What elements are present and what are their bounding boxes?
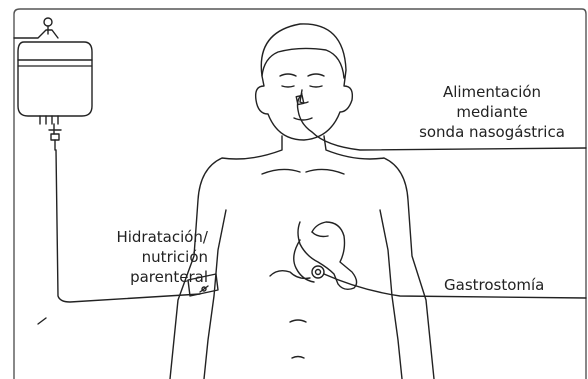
label-feeding-line1: Alimentación <box>400 82 584 102</box>
stomach <box>270 222 357 289</box>
label-parenteral-hydration: Hidratación/ nutrición parenteral <box>60 227 208 287</box>
torso <box>170 136 434 379</box>
label-hydration-line1: Hidratación/ <box>60 227 208 247</box>
label-gastrostomy: Gastrostomía <box>444 275 544 295</box>
label-feeding-line3: sonda nasogástrica <box>400 122 584 142</box>
iv-hook-ring <box>44 18 52 26</box>
label-nasogastric-feeding: Alimentación mediante sonda nasogástrica <box>400 82 584 142</box>
stray-mark <box>38 318 46 324</box>
iv-hanger <box>14 30 58 38</box>
label-hydration-line2: nutrición <box>60 247 208 267</box>
iv-bag <box>18 42 92 150</box>
head <box>256 24 353 140</box>
label-feeding-line2: mediante <box>400 102 584 122</box>
label-hydration-line3: parenteral <box>60 267 208 287</box>
frame-border <box>14 9 586 379</box>
